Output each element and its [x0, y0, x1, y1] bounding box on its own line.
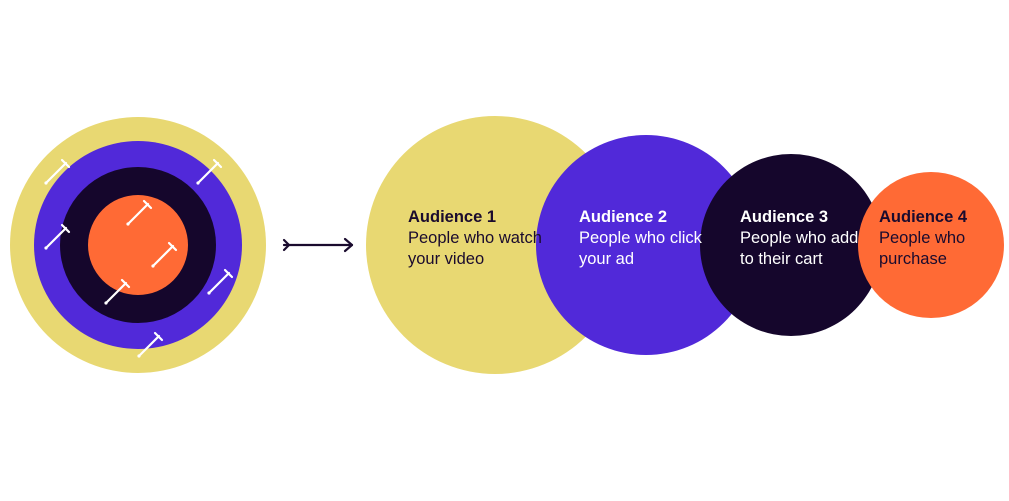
arrow-icon — [137, 331, 164, 358]
target-icon — [10, 117, 266, 373]
arrow-icon — [126, 199, 153, 226]
right-arrow-icon — [282, 237, 354, 253]
arrow-icon-group — [44, 158, 234, 358]
audience-4-circle — [858, 172, 1004, 318]
arrow-icon — [44, 158, 71, 185]
audience-2-circle — [536, 135, 756, 355]
arrow-icon — [151, 241, 178, 268]
arrow-icon — [44, 223, 71, 250]
arrow-icon — [104, 278, 131, 305]
arrow-icon — [207, 268, 234, 295]
audience-3-circle — [700, 154, 882, 336]
arrow-icon — [196, 158, 223, 185]
target-bullseye — [88, 195, 188, 295]
